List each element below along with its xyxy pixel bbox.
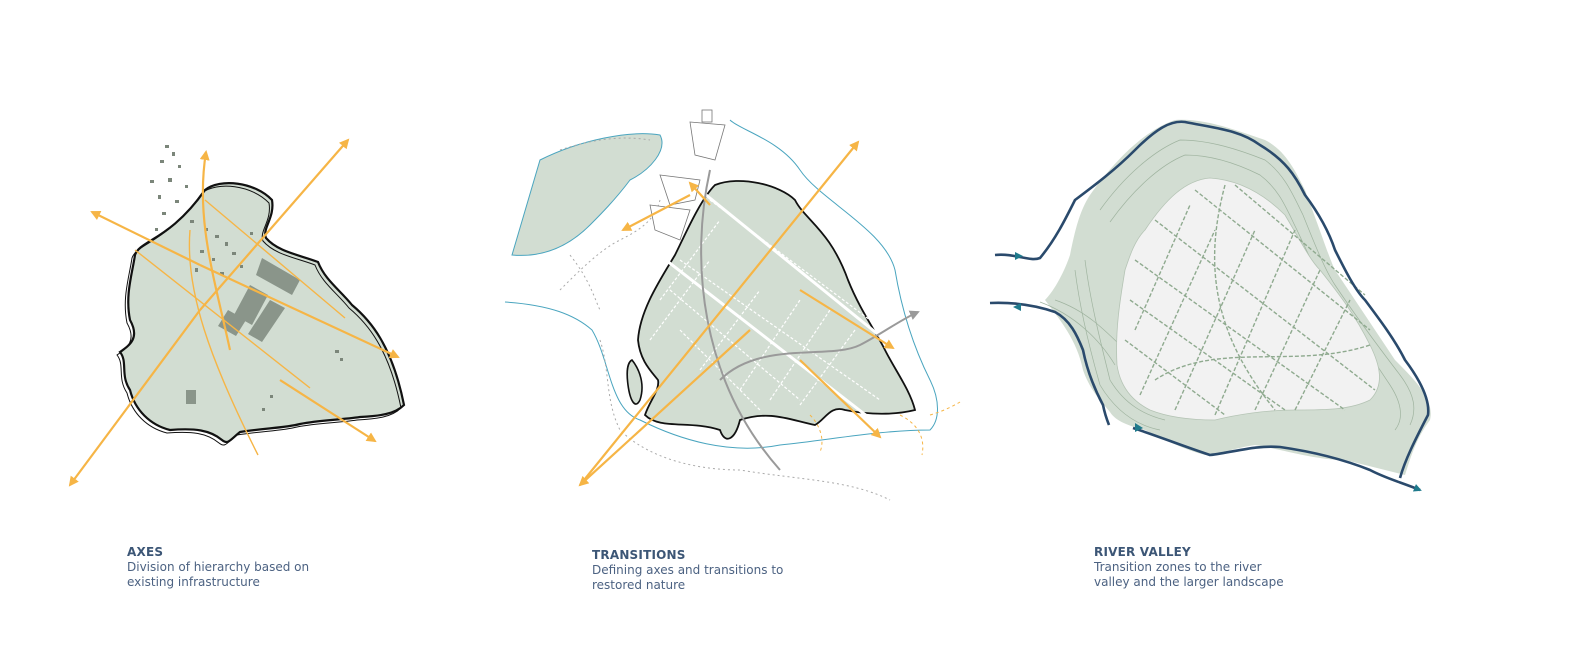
- river-boundary: [989, 120, 1430, 492]
- green-grid: [1124, 184, 1376, 416]
- axes-panel: AXES Division of hierarchy based on exis…: [0, 0, 520, 659]
- transitions-panel: TRANSITIONS Defining axes and transition…: [500, 0, 1020, 659]
- transitions-description: Defining axes and transitions to restore…: [592, 563, 784, 592]
- site-outline: [637, 180, 917, 440]
- river-valley-diagram: [989, 119, 1431, 492]
- axes-description: Division of hierarchy based on existing …: [127, 560, 310, 589]
- large-buildings: [186, 258, 300, 404]
- dotted-arrows: [809, 401, 961, 456]
- axis-lines: [68, 138, 400, 487]
- transitions-caption: TRANSITIONS Defining axes and transition…: [592, 548, 792, 593]
- buildings: [150, 145, 343, 411]
- transitions-diagram: [504, 109, 961, 501]
- adjacent-nature: [511, 133, 663, 256]
- contour-lines: [1039, 139, 1415, 431]
- river-valley-caption: RIVER VALLEY Transition zones to the riv…: [1094, 545, 1294, 590]
- site-peninsula: [626, 358, 643, 405]
- river-valley-description: Transition zones to the river valley and…: [1094, 560, 1284, 589]
- road-lines: [134, 199, 346, 456]
- inner-parcel: [1116, 177, 1380, 421]
- grey-roads: [700, 169, 920, 471]
- transitions-title: TRANSITIONS: [592, 548, 686, 562]
- orange-axes: [578, 140, 895, 487]
- water-lines: [504, 119, 938, 449]
- river-markers: [1013, 252, 1143, 432]
- river-valley-title: RIVER VALLEY: [1094, 545, 1191, 559]
- axes-caption: AXES Division of hierarchy based on exis…: [127, 545, 327, 590]
- axes-diagram: [68, 138, 406, 487]
- river-valley-panel: RIVER VALLEY Transition zones to the riv…: [985, 0, 1582, 659]
- dotted-paths: [559, 137, 891, 501]
- axes-title: AXES: [127, 545, 164, 559]
- main-axes: [639, 188, 886, 432]
